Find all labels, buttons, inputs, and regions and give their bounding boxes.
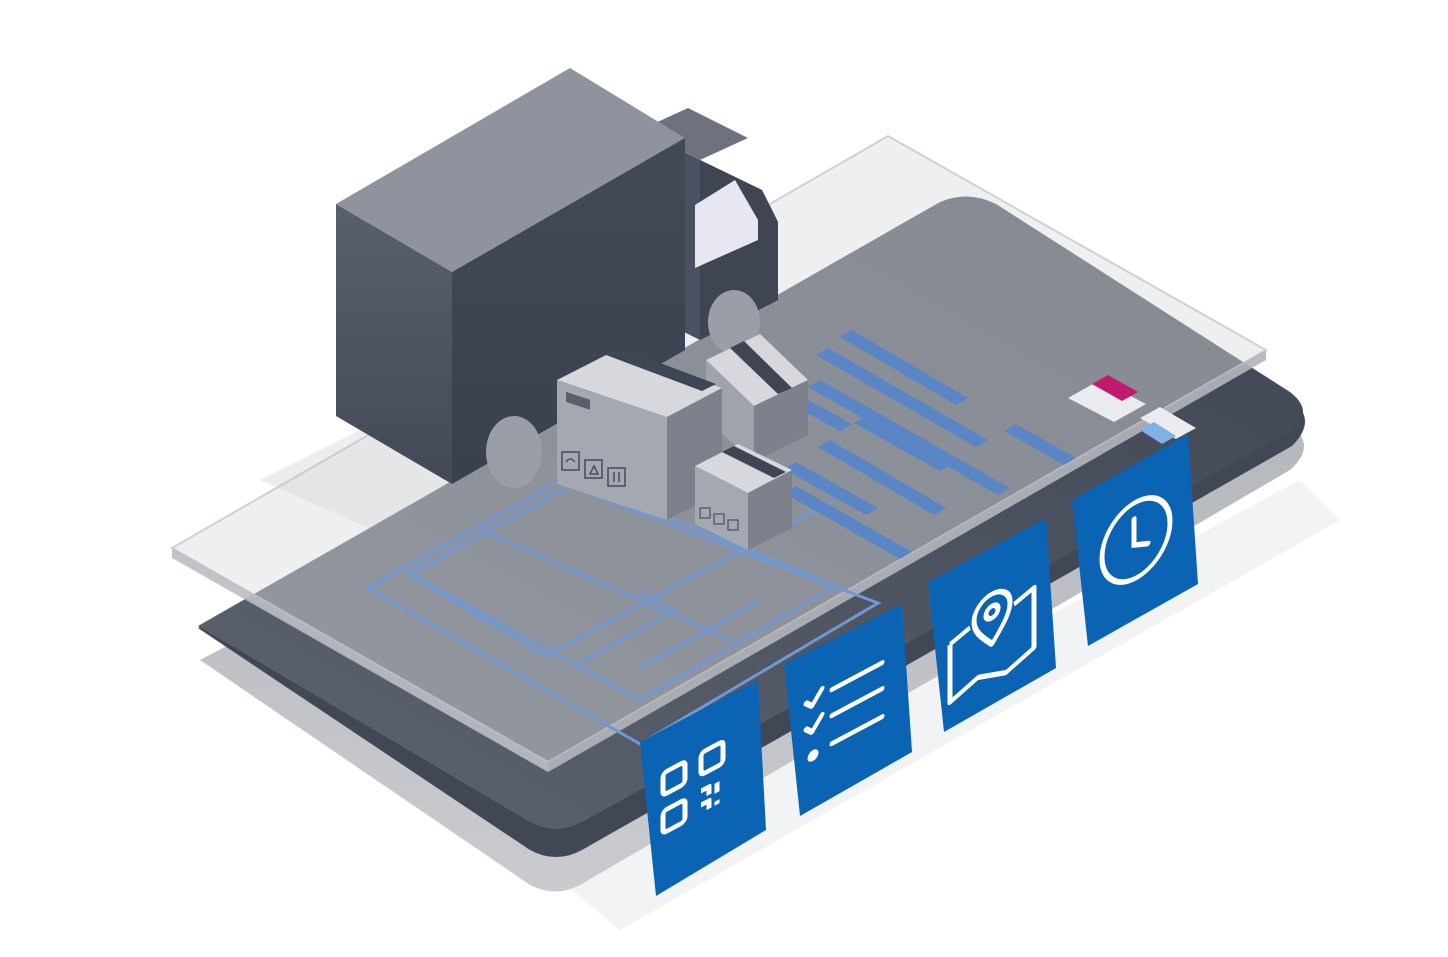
parcel-box [706, 334, 808, 462]
truck-cargo-right [452, 138, 685, 484]
truck-cab-top [640, 108, 748, 160]
tile-qr-code [640, 680, 766, 896]
map-pin-icon [947, 584, 1037, 706]
parcel-box-large [557, 348, 722, 520]
tile-map-pin [928, 518, 1056, 732]
feature-tiles [640, 434, 1198, 896]
checklist-icon [803, 660, 885, 762]
truck-wheel-icon [708, 290, 760, 354]
qr-code-icon [660, 740, 726, 835]
clock-icon [1099, 495, 1173, 585]
truck-cargo-top [336, 68, 685, 272]
tile-checklist [784, 604, 912, 816]
handling-symbols-icon [561, 451, 626, 487]
barcode-icon [566, 391, 590, 410]
delivery-truck [336, 68, 778, 488]
parcel-stack [557, 334, 808, 550]
parcel-box-small [695, 444, 792, 550]
truck-window-icon [695, 180, 758, 268]
platform-labels [1068, 375, 1196, 444]
tile-clock [1072, 434, 1198, 646]
truck-cargo-left [336, 204, 452, 484]
floor-list-bars [784, 330, 1076, 559]
truck-wheel-icon [486, 416, 542, 488]
